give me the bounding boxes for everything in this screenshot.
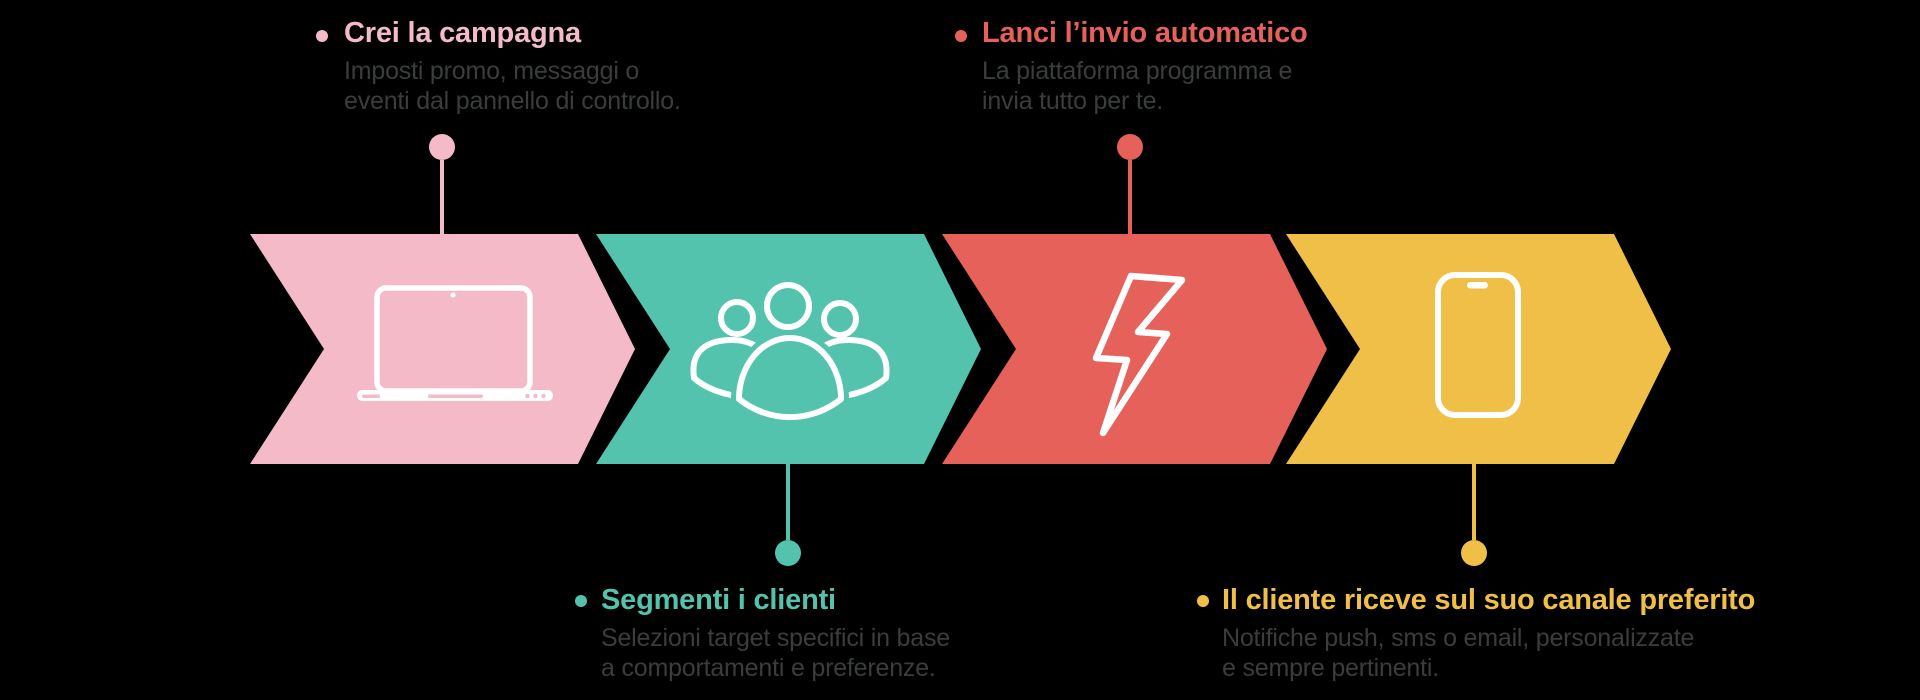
step-4-label: Il cliente riceve sul suo canale preferi…: [1222, 583, 1755, 683]
connector-dot-step-1: [429, 134, 455, 160]
step-3-title: Lanci l’invio automatico: [982, 17, 1308, 49]
bullet-step-3: [955, 30, 967, 42]
step-2-group: [575, 234, 981, 607]
step-2-description-line-2: a comportamenti e preferenze.: [601, 654, 936, 682]
chevron-step-1: [250, 234, 635, 464]
step-4-title: Il cliente riceve sul suo canale preferi…: [1222, 584, 1756, 616]
step-2-label: Segmenti i clienti Selezioni target spec…: [601, 583, 950, 683]
chevron-step-4: [1286, 234, 1671, 464]
connector-dot-step-4: [1461, 540, 1487, 566]
step-4-group: [1197, 234, 1671, 607]
step-3-group: [942, 30, 1327, 464]
step-2-description: Selezioni target specifici in base a com…: [601, 623, 950, 683]
step-1-description: Imposti promo, messaggi o eventi dal pan…: [344, 56, 681, 116]
step-2-description-line-1: Selezioni target specifici in base: [601, 624, 950, 652]
step-4-description-line-1: Notifiche push, sms o email, personalizz…: [1222, 624, 1695, 652]
step-3-description-line-2: invia tutto per te.: [982, 87, 1164, 115]
step-3-label: Lanci l’invio automatico La piattaforma …: [982, 16, 1308, 116]
bullet-step-1: [316, 30, 328, 42]
step-3-description-line-1: La piattaforma programma e: [982, 57, 1293, 85]
step-1-description-line-1: Imposti promo, messaggi o: [344, 57, 640, 85]
people-icon: [690, 282, 890, 425]
lightning-icon: [1092, 272, 1186, 437]
bullet-step-4: [1197, 595, 1209, 607]
step-4-description: Notifiche push, sms o email, personalizz…: [1222, 623, 1755, 683]
step-1-group: [250, 30, 635, 464]
connector-dot-step-2: [775, 540, 801, 566]
step-4-description-line-2: e sempre pertinenti.: [1222, 654, 1439, 682]
step-1-title: Crei la campagna: [344, 17, 581, 49]
step-3-description: La piattaforma programma e invia tutto p…: [982, 56, 1308, 116]
laptop-icon: [357, 285, 553, 401]
connector-dot-step-3: [1117, 134, 1143, 160]
step-1-label: Crei la campagna Imposti promo, messaggi…: [344, 16, 681, 116]
step-2-title: Segmenti i clienti: [601, 584, 836, 616]
smartphone-icon: [1435, 272, 1521, 418]
bullet-step-2: [575, 595, 587, 607]
step-1-description-line-2: eventi dal pannello di controllo.: [344, 87, 681, 115]
